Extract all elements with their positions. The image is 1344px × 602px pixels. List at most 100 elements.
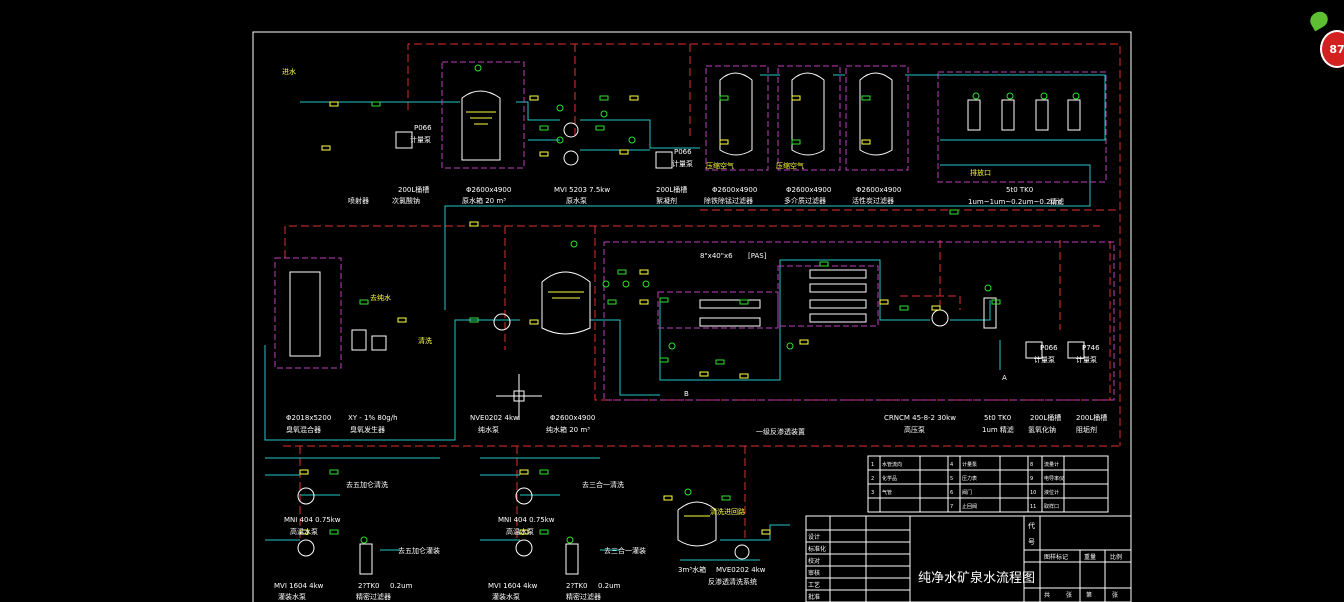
tank-fill-lines xyxy=(466,111,710,517)
instrument-tag xyxy=(519,469,529,475)
instrument-tag xyxy=(321,145,331,151)
instrument-tag xyxy=(607,299,617,305)
instrument-tag xyxy=(719,95,729,101)
cartridge-filters xyxy=(359,99,1081,575)
row1-spec-3: MVI 5203 7.5kw xyxy=(554,186,610,194)
row3-dest-1: 去五加仑灌装 xyxy=(398,546,440,555)
instrument-tag xyxy=(617,269,627,275)
instrument-tag xyxy=(529,95,539,101)
legend-cell: 止回阀 xyxy=(962,503,977,510)
row1-air-mid: 压缩空气 xyxy=(776,161,804,170)
row2-pump-a-name: 计量泵 xyxy=(1034,355,1055,364)
pressure-gauge-icon xyxy=(684,488,692,496)
instrument-symbols xyxy=(299,64,1080,544)
tb-footer-0: 共 xyxy=(1044,591,1050,599)
row2-to-water: 去纯水 xyxy=(370,293,391,302)
instrument-tag xyxy=(659,297,669,303)
pressure-gauge-icon xyxy=(628,136,636,144)
viewer-badge[interactable]: 87 xyxy=(1320,30,1344,68)
row1-name-7: 活性炭过滤器 xyxy=(852,196,894,205)
legend-table xyxy=(867,455,1109,513)
instrument-tag xyxy=(861,139,871,145)
instrument-tag xyxy=(329,101,339,107)
row2-spec-1: XY - 1% 80g/h xyxy=(348,414,398,422)
cad-crosshair-cursor[interactable] xyxy=(496,374,542,420)
row2-spec-2: NVE0202 4kw xyxy=(470,414,519,422)
instrument-tag xyxy=(539,125,549,131)
row2-name-7: 氢氧化钠 xyxy=(1028,425,1056,434)
row3-spec-4: MVI 1604 4kw xyxy=(488,582,538,590)
pressure-gauge-icon xyxy=(1072,92,1080,100)
row3-spec-1: MVI 1604 4kw xyxy=(274,582,324,590)
ro-membranes xyxy=(699,269,867,327)
row1-name-6: 多介质过滤器 xyxy=(784,196,826,205)
instrument-tag xyxy=(539,469,549,475)
legend-cell: 计量泵 xyxy=(962,461,977,468)
instrument-tag xyxy=(721,495,731,501)
instrument-tag xyxy=(659,357,669,363)
row3-name-1: 灌装水泵 xyxy=(278,592,306,601)
row1-name-0: 喷射器 xyxy=(348,196,369,205)
pressure-gauge-icon xyxy=(642,280,650,288)
row1-name-3: 原水泵 xyxy=(566,196,587,205)
row1-name-2: 原水箱 20 m³ xyxy=(462,196,506,205)
pressure-gauge-icon xyxy=(566,536,574,544)
legend-cell: 气管 xyxy=(882,489,892,496)
instrument-tag xyxy=(699,371,709,377)
drawing-title: 纯净水矿泉水流程图 xyxy=(918,570,1035,586)
instrument-tag xyxy=(629,95,639,101)
row3-spec-6: 3m³水箱 xyxy=(678,565,706,574)
drawing-border xyxy=(252,31,1132,602)
pressure-gauge-icon xyxy=(570,240,578,248)
legend-cell: 8 xyxy=(1030,462,1033,468)
tb-row-5: 批准 xyxy=(808,593,820,601)
row1-pump-left-name: 计量泵 xyxy=(410,135,431,144)
row3-sub-5: 精密过滤器 xyxy=(566,592,601,601)
legend-cell: 5 xyxy=(950,476,953,482)
row1-spec-5: Φ2600x4900 xyxy=(712,186,757,194)
legend-cell: 3 xyxy=(871,490,874,496)
pressure-gauge-icon xyxy=(602,280,610,288)
row2-spec-7: 200L桶槽 xyxy=(1030,413,1061,422)
row2-spec-5: CRNCM 45-8-2 30kw xyxy=(884,414,956,422)
row2-name-5: 高压泵 xyxy=(904,425,925,434)
pressure-gauge-icon xyxy=(1040,92,1048,100)
instrument-tag xyxy=(539,529,549,535)
legend-cell: 7 xyxy=(950,504,953,510)
row1-spec-8: 5t0 TK0 xyxy=(1006,186,1033,194)
row3-spec-0: MNI 404 0.75kw xyxy=(284,516,341,524)
row3-name-2: 0.2um xyxy=(390,582,413,590)
tb-row-0: 设计 xyxy=(808,533,820,541)
pressure-gauge-icon xyxy=(556,104,564,112)
row3-name-4: 灌装水泵 xyxy=(492,592,520,601)
row1-name-4: 絮凝剂 xyxy=(656,196,677,205)
pressure-gauge-icon xyxy=(556,136,564,144)
row2-spec-0: Φ2018x5200 xyxy=(286,414,331,422)
row2-name-6: 1um 精滤 xyxy=(982,425,1014,434)
instrument-tag xyxy=(719,139,729,145)
node-a: A xyxy=(1002,374,1007,382)
ro-top-right: [PAS] xyxy=(748,252,767,260)
row1-pump-mid: P066 xyxy=(674,148,692,156)
pressure-gauge-icon xyxy=(1006,92,1014,100)
instrument-tag xyxy=(299,529,309,535)
instrument-tag xyxy=(299,469,309,475)
instrument-tag xyxy=(949,209,959,215)
instrument-tag xyxy=(639,269,649,275)
title-block xyxy=(805,515,1132,602)
row3-spec-2: 2?TK0 xyxy=(358,582,380,590)
legend-cell: 4 xyxy=(950,462,953,468)
legend-cell: 6 xyxy=(950,490,953,496)
row2-spec-8: 200L桶槽 xyxy=(1076,413,1107,422)
tb-footer-1: 张 xyxy=(1066,591,1072,599)
row3-name-5: 0.2um xyxy=(598,582,621,590)
process-pipes xyxy=(264,74,1106,561)
inlet-label: 进水 xyxy=(282,67,296,76)
instrument-tag xyxy=(519,529,529,535)
legend-cell: 取样口 xyxy=(1044,503,1059,510)
legend-cell: 9 xyxy=(1030,476,1033,482)
instrument-tag xyxy=(619,149,629,155)
row3-name-7: 反渗透清洗系统 xyxy=(708,577,757,586)
legend-cell: 水管流向 xyxy=(882,461,902,468)
